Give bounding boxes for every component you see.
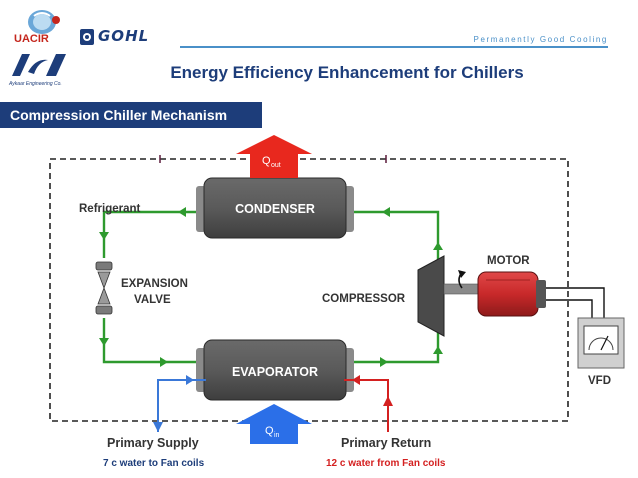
expansion-valve-label-2: VALVE [134, 294, 171, 306]
compressor-icon [417, 255, 479, 337]
company-caption: Aykaar Engineering Co. [9, 81, 62, 87]
vfd-icon [577, 317, 625, 369]
motor-label: MOTOR [487, 255, 530, 267]
evaporator-label: EVAPORATOR [232, 365, 318, 379]
q-in-arrow: Q in [236, 404, 312, 444]
expansion-valve-icon [95, 261, 113, 315]
refrigerant-flow-arrows [99, 207, 443, 367]
q-in-subscript: in [274, 432, 280, 439]
condenser-label: CONDENSER [235, 202, 315, 216]
page-title: Energy Efficiency Enhancement for Chille… [170, 63, 524, 82]
q-out-label: Q [262, 155, 271, 167]
gohl-logo-icon [80, 29, 94, 45]
q-out-arrow: Q out [236, 135, 312, 178]
vfd-label: VFD [588, 375, 611, 387]
return-note: 12 c water from Fan coils [326, 458, 446, 469]
evaporator: EVAPORATOR [196, 339, 354, 401]
compressor-label: COMPRESSOR [322, 293, 406, 305]
aykaar-logo-icon [12, 54, 66, 76]
primary-return-label: Primary Return [341, 436, 431, 450]
q-out-subscript: out [271, 162, 281, 169]
supply-note: 7 c water to Fan coils [103, 458, 205, 469]
gohl-logo-text: GOHL [98, 27, 150, 45]
uacir-logo-icon [28, 10, 60, 34]
motor-icon [477, 271, 546, 317]
tagline: Permanently Good Cooling [473, 35, 608, 44]
section-label: Compression Chiller Mechanism [0, 102, 262, 128]
condenser: CONDENSER [196, 177, 354, 239]
header-divider [180, 46, 608, 48]
refrigerant-label: Refrigerant [79, 203, 141, 215]
primary-supply-label: Primary Supply [107, 436, 199, 450]
q-in-label: Q [265, 425, 274, 437]
uacir-logo-text: UACIR [14, 33, 49, 45]
expansion-valve-label-1: EXPANSION [121, 278, 188, 290]
